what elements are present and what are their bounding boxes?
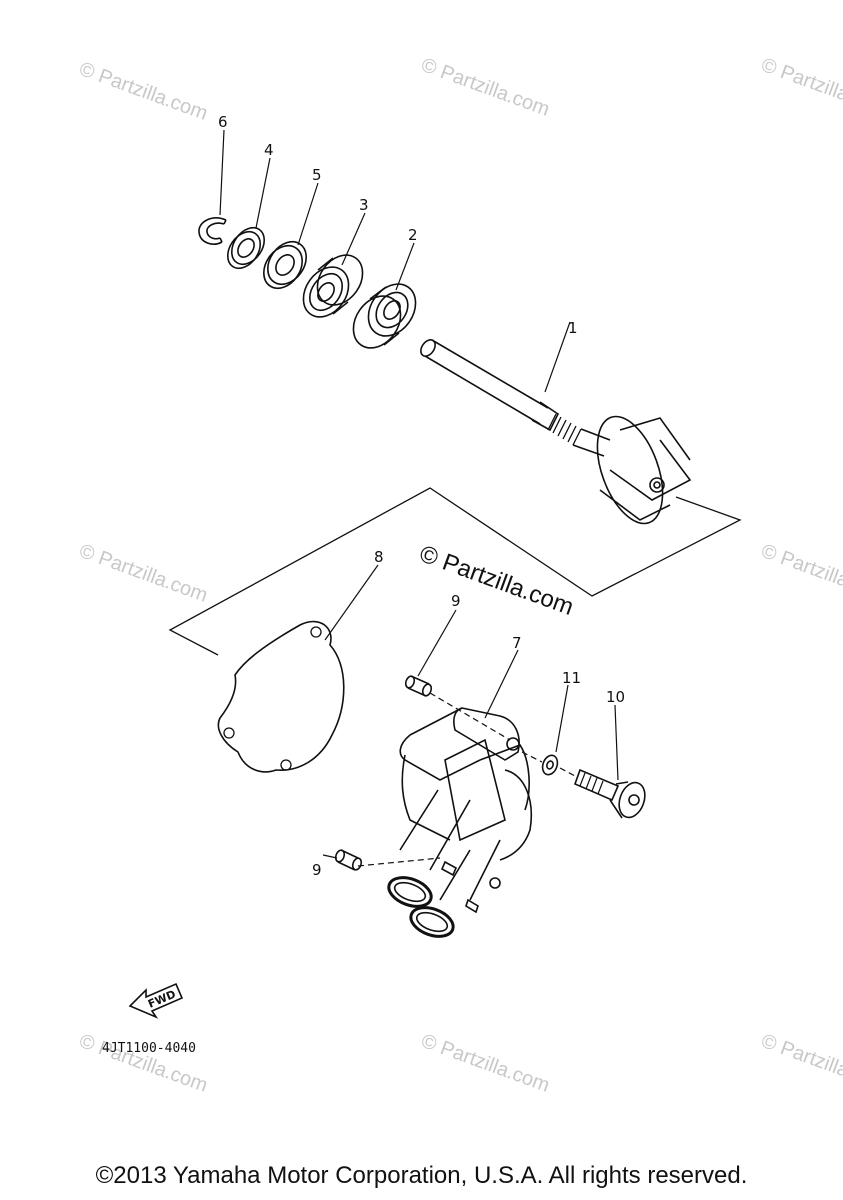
watermark-group: © Partzilla.com © Partzilla.com © Partzi… [76, 54, 843, 1097]
callout-label: 2 [408, 226, 418, 244]
callout-label: 1 [568, 319, 578, 337]
callout-label: 5 [312, 166, 322, 184]
watermark-text: © Partzilla.com [76, 540, 210, 607]
washer-part [541, 754, 559, 776]
impeller-shaft-part [420, 339, 692, 525]
assembly-plane-outline [168, 487, 742, 656]
watermark-text: © Partzilla.com [758, 540, 843, 607]
parts-diagram: © Partzilla.com © Partzilla.com © Partzi… [76, 54, 843, 1097]
callout-label: 9 [312, 861, 322, 879]
dowel-pin-part [404, 675, 433, 697]
watermark-text: © Partzilla.com [758, 1030, 843, 1097]
pump-housing-part [387, 707, 532, 938]
callout-label: 4 [264, 141, 274, 159]
seal-part [263, 240, 307, 290]
bearing-part [302, 254, 364, 318]
callout-label: 11 [562, 669, 581, 687]
copyright-notice: ©2013 Yamaha Motor Corporation, U.S.A. A… [95, 1162, 748, 1189]
callout-label: 10 [606, 688, 625, 706]
washer-part [226, 226, 266, 270]
watermark-text: © Partzilla.com [758, 54, 843, 121]
watermark-text: © Partzilla.com [76, 58, 210, 125]
watermark-text: © Partzilla.com [418, 54, 552, 121]
callout-label: 8 [374, 548, 384, 566]
gasket-holes [223, 626, 322, 771]
callout-labels: 6 4 5 3 2 1 8 9 7 11 10 9 [218, 113, 625, 879]
bearing-part [352, 283, 417, 349]
leader-lines [219, 129, 619, 867]
callout-label: 6 [218, 113, 228, 131]
callout-label: 3 [359, 196, 369, 214]
callout-label: 7 [512, 634, 522, 652]
gasket-part [217, 620, 345, 773]
watermark-center-text: © Partzilla.com [416, 540, 577, 621]
forward-arrow-icon: FWD [128, 982, 184, 1019]
callout-label: 9 [451, 592, 461, 610]
dowel-pin-part [334, 849, 363, 871]
bolt-part [573, 768, 646, 819]
diagram-code: 4JT1100-4040 [102, 1041, 196, 1056]
circlip-part [198, 217, 227, 245]
watermark-text: © Partzilla.com [418, 1030, 552, 1097]
